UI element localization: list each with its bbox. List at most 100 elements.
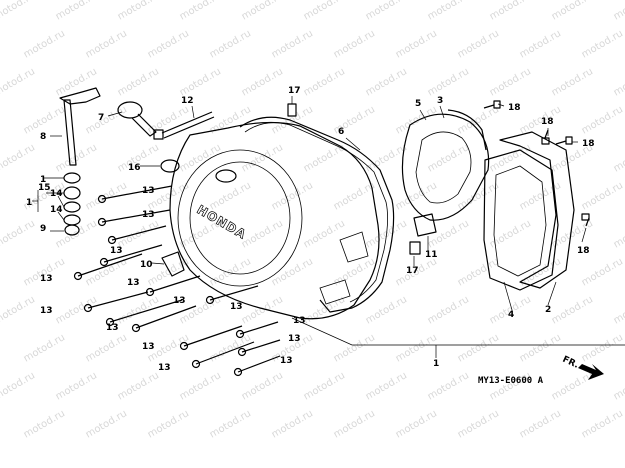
- gasket-4: [483, 149, 559, 291]
- bolt-13: [135, 305, 197, 329]
- bolt-13-head: [237, 347, 247, 357]
- watermark-text: motod.ru: [332, 256, 377, 288]
- watermark-text: motod.ru: [332, 332, 377, 364]
- watermark-text: motod.ru: [146, 104, 191, 136]
- bolt-13-head: [97, 194, 107, 204]
- callout-13-h: 13: [106, 323, 119, 333]
- bolt-13: [241, 339, 281, 353]
- watermark-text: motod.ru: [550, 294, 595, 326]
- leader-line: [419, 109, 427, 121]
- bolt-13: [237, 355, 281, 373]
- watermark-text: motod.ru: [302, 218, 347, 250]
- bolt-13: [195, 341, 255, 365]
- leader-line: [547, 281, 557, 306]
- plate-5-inner: [415, 131, 472, 204]
- watermark-text: motod.ru: [456, 28, 501, 60]
- watermark-text: motod.ru: [0, 66, 37, 98]
- callout-13-f: 13: [40, 306, 53, 316]
- leader-line: [439, 105, 445, 119]
- watermark-text: motod.ru: [394, 28, 439, 60]
- watermark-text: motod.ru: [302, 66, 347, 98]
- leader-line: [191, 105, 195, 119]
- watermark-text: motod.ru: [426, 294, 471, 326]
- bolt-13-head: [235, 329, 245, 339]
- watermark-text: motod.ru: [612, 294, 625, 326]
- callout-13-a: 13: [142, 186, 155, 196]
- watermark-text: motod.ru: [302, 370, 347, 402]
- callout-3: 3: [437, 96, 443, 106]
- watermark-text: motod.ru: [84, 28, 129, 60]
- watermark-text: motod.ru: [116, 0, 161, 23]
- gasket-4-inner: [493, 165, 547, 277]
- watermark-text: motod.ru: [208, 180, 253, 212]
- callout-13-c: 13: [110, 246, 123, 256]
- leader-line: [57, 211, 65, 221]
- callout-17-top: 17: [288, 86, 301, 96]
- watermark-text: motod.ru: [518, 332, 563, 364]
- bolt-13: [103, 244, 163, 263]
- washer-1: [63, 172, 81, 184]
- oil-filler-hole: [215, 169, 237, 183]
- watermark-text: motod.ru: [580, 104, 625, 136]
- clutch-cover-dome-inner: [189, 161, 291, 275]
- bolt-13-head: [191, 359, 201, 369]
- watermark-text: motod.ru: [456, 332, 501, 364]
- watermark-text: motod.ru: [456, 104, 501, 136]
- watermark-text: motod.ru: [550, 0, 595, 23]
- watermark-text: motod.ru: [488, 66, 533, 98]
- leader-lines: [32, 96, 587, 311]
- watermark-text: motod.ru: [426, 0, 471, 23]
- o-ring-16: [160, 159, 180, 173]
- callout-18-b: 18: [541, 117, 554, 127]
- bolt-13: [239, 321, 279, 335]
- watermark-text: motod.ru: [116, 218, 161, 250]
- callout-10: 10: [140, 260, 153, 270]
- watermark-text: motod.ru: [580, 28, 625, 60]
- front-direction-label: FR.: [561, 355, 580, 371]
- bolt-13: [87, 291, 149, 309]
- watermark-text: motod.ru: [84, 332, 129, 364]
- watermark-text: motod.ru: [208, 332, 253, 364]
- bolt-12-head: [153, 129, 164, 140]
- dipstick-8: [63, 99, 77, 166]
- callout-13-i: 13: [142, 342, 155, 352]
- bolts-13: [73, 185, 281, 377]
- watermark-text: motod.ru: [54, 294, 99, 326]
- watermark-text: motod.ru: [518, 408, 563, 440]
- watermark-text: motod.ru: [240, 0, 285, 23]
- watermark-text: motod.ru: [240, 294, 285, 326]
- bolt-13-head: [99, 257, 109, 267]
- diagram-code: MY13-E0600 A: [478, 376, 544, 386]
- watermark-text: motod.ru: [178, 142, 223, 174]
- callout-8: 8: [40, 132, 46, 142]
- watermark-text: motod.ru: [116, 370, 161, 402]
- watermark-text: motod.ru: [488, 0, 533, 23]
- watermark-text: motod.ru: [240, 218, 285, 250]
- watermark-text: motod.ru: [0, 370, 37, 402]
- watermark-text: motod.ru: [580, 256, 625, 288]
- watermark-text: motod.ru: [240, 142, 285, 174]
- seal-14-upper: [63, 201, 81, 213]
- bolt-13: [149, 275, 201, 293]
- dipstick-8-head: [59, 87, 101, 105]
- watermark-text: motod.ru: [550, 370, 595, 402]
- watermark-text: motod.ru: [22, 28, 67, 60]
- watermark-text: motod.ru: [0, 218, 37, 250]
- watermark-text: motod.ru: [612, 370, 625, 402]
- watermark-text: motod.ru: [240, 370, 285, 402]
- watermark-text: motod.ru: [0, 0, 37, 23]
- bolt-13: [209, 285, 259, 301]
- callout-6: 6: [338, 127, 344, 137]
- watermark-text: motod.ru: [518, 28, 563, 60]
- bolts-18: [483, 100, 590, 227]
- callout-1-left: 1: [26, 198, 32, 208]
- clutch-cover-dome: [177, 149, 303, 287]
- watermark-text: motod.ru: [208, 104, 253, 136]
- callout-13-k: 13: [293, 316, 306, 326]
- callout-12: 12: [181, 96, 194, 106]
- bolt-13: [101, 209, 171, 223]
- callout-14-b: 14: [50, 205, 63, 215]
- callout-18-d: 18: [577, 246, 590, 256]
- callout-14-a: 14: [50, 189, 63, 199]
